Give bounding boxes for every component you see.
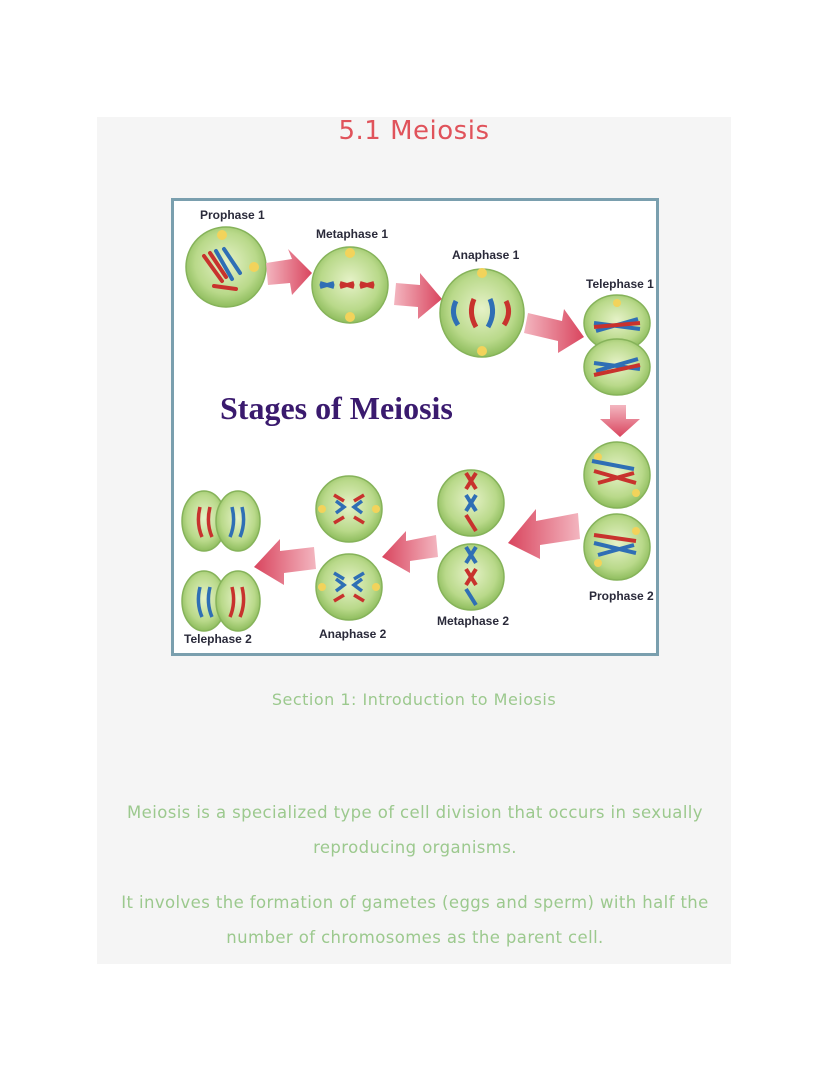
stage-label-telephase-2: Telephase 2 [184,632,252,646]
stage-label-metaphase-1: Metaphase 1 [316,227,388,241]
stage-label-anaphase-2: Anaphase 2 [319,627,387,641]
stage-label-metaphase-2: Metaphase 2 [437,614,509,628]
metaphase-1-cell [311,246,389,324]
arrow-1 [266,249,312,295]
arrow-4 [600,405,640,437]
stage-label-prophase-1: Prophase 1 [200,208,265,222]
arrow-5 [508,509,580,559]
arrow-2 [394,273,442,319]
arrow-3 [524,309,584,353]
page-title: 5.1 Meiosis [338,116,490,146]
telephase-1-cell [583,294,651,396]
prophase-2-cell [583,441,651,581]
prophase-1-cell [185,226,267,308]
anaphase-1-cell [439,268,525,358]
arrow-6 [382,531,438,573]
paragraph-meiosis-definition: Meiosis is a specialized type of cell di… [127,803,703,857]
figure-title: Stages of Meiosis [220,390,453,426]
stage-label-telephase-1: Telephase 1 [586,277,654,291]
arrow-7 [254,539,316,585]
section-heading: Section 1: Introduction to Meiosis [271,690,557,709]
stage-label-prophase-2: Prophase 2 [589,589,654,603]
anaphase-2-cell [315,475,383,621]
paragraph-gametes: It involves the formation of gametes (eg… [121,893,709,947]
metaphase-2-cell [437,469,505,611]
stage-label-anaphase-1: Anaphase 1 [452,248,520,262]
meiosis-diagram: Prophase 1 Metaphase 1 Anaphase 1 Teleph… [171,198,659,656]
telephase-2-cell [181,490,261,632]
